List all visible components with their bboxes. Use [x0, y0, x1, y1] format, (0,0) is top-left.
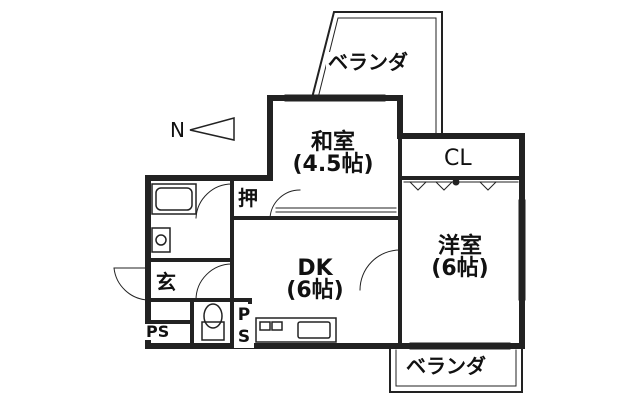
- washitsu-name: 和室: [310, 130, 355, 155]
- balcony-south-label: ベランダ: [404, 354, 488, 378]
- exterior-walls: [145, 95, 525, 349]
- interior-walls: [146, 134, 524, 348]
- washbasin-icon: [151, 227, 171, 253]
- balcony-north-label: ベランダ: [326, 50, 410, 74]
- dk-size: (6帖): [286, 278, 344, 303]
- genkan-label: 玄: [156, 270, 176, 294]
- windows: [284, 94, 526, 350]
- washitsu-size: (4.5帖): [292, 152, 374, 177]
- washitsu-label: 和室 (4.5帖): [278, 132, 388, 176]
- oshiire-label: 押: [238, 186, 258, 210]
- kitchen-counter: [255, 317, 337, 343]
- balcony-south-outline: [389, 345, 523, 393]
- bathtub-icon: [151, 183, 197, 215]
- dk-name: DK: [297, 256, 333, 281]
- youshitsu-name: 洋室: [437, 234, 482, 259]
- youshitsu-size: (6帖): [431, 256, 489, 281]
- balcony-north-outline: [310, 11, 443, 137]
- north-arrow-icon: [189, 117, 235, 141]
- youshitsu-label: 洋室 (6帖): [412, 236, 508, 280]
- dk-label: DK (6帖): [270, 258, 360, 302]
- toilet-icon: [201, 303, 225, 341]
- door-swings: [113, 183, 401, 301]
- tatami-lines: [275, 207, 397, 213]
- closet-label: CL: [444, 146, 472, 171]
- ps-left-label: PS: [144, 322, 172, 341]
- closet-shelf: [403, 178, 519, 191]
- compass-label: N: [170, 118, 185, 142]
- ps-center-label: PS: [234, 304, 254, 348]
